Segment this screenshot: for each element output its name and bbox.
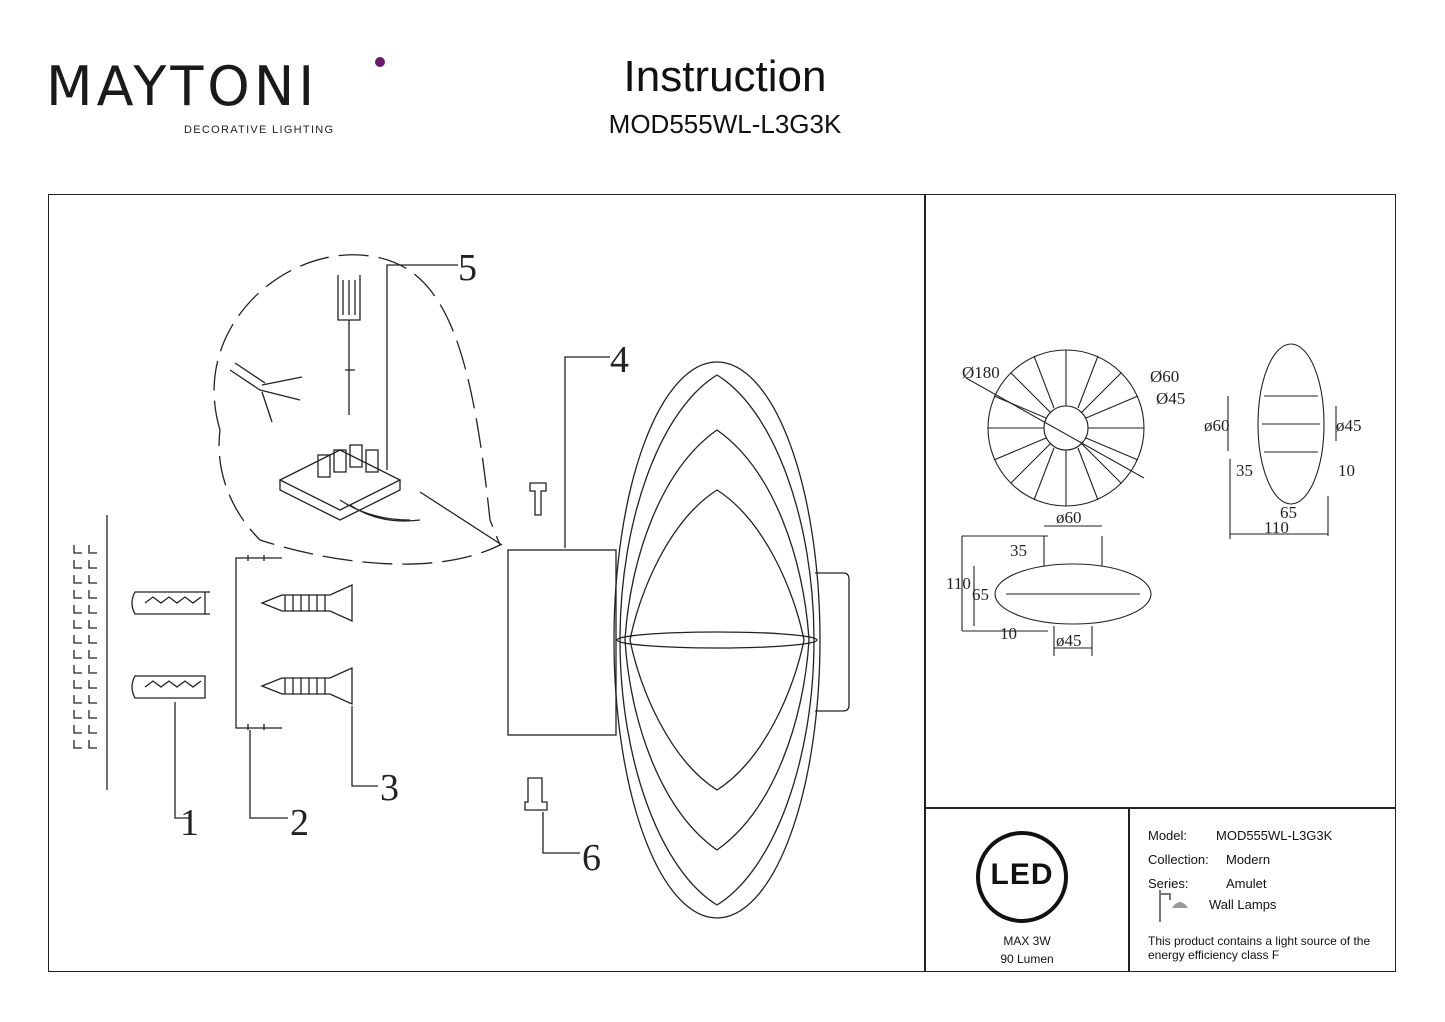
wall-plate [815, 572, 850, 712]
dim-side-1: ø60 [1204, 416, 1230, 435]
collection-label: Collection: [1148, 852, 1209, 867]
model-code: MOD555WL-L3G3K [608, 109, 842, 139]
callout-4: 4 [610, 339, 629, 381]
model-value: MOD555WL-L3G3K [1216, 828, 1333, 843]
terminal-block [278, 444, 421, 522]
side-view [1227, 343, 1337, 539]
leader-3 [351, 706, 378, 787]
dim-side-2: ø45 [1336, 416, 1362, 435]
series-value: Amulet [1226, 876, 1267, 891]
dim-top-1: ø60 [1056, 508, 1082, 527]
brand-tagline: DECORATIVE LIGHTING [184, 124, 335, 136]
dim-front-2: Ø60 [1150, 367, 1179, 386]
leader-4 [564, 356, 610, 548]
lumen-rating: 90 Lumen [1000, 952, 1054, 966]
leader-5 [386, 264, 458, 470]
mounting-bracket [235, 555, 282, 730]
top-view [961, 525, 1152, 656]
dim-top-5: 10 [1000, 624, 1017, 643]
model-label: Model: [1148, 828, 1188, 843]
brand-name: MAYTONI [46, 55, 319, 118]
lamp-shade [613, 361, 821, 919]
energy-note: This product contains a light source of … [1148, 934, 1371, 962]
wall-hatch [73, 515, 108, 790]
callout-2: 2 [290, 802, 309, 844]
lamp-base [507, 549, 617, 736]
brand-dot [375, 57, 385, 67]
screwdriver-icon [337, 275, 361, 415]
divider-horizontal [924, 807, 1396, 809]
screw-small [524, 482, 548, 811]
dim-front-3: Ø45 [1156, 389, 1185, 408]
cable [229, 362, 303, 423]
callout-6: 6 [582, 837, 601, 879]
dim-front-1: Ø180 [962, 363, 1000, 382]
dimension-diagram: Ø180 Ø60 Ø45 ø60 ø45 35 10 65 110 ø60 35… [946, 343, 1362, 656]
power-rating: MAX 3W [1003, 934, 1051, 948]
collection-value: Modern [1226, 852, 1271, 867]
dim-side-5: 65 [1280, 503, 1297, 522]
detail-bubble [213, 254, 501, 565]
wall-plug [131, 591, 210, 699]
callout-5: 5 [458, 247, 477, 289]
divider-spec [1128, 807, 1130, 972]
assembly-diagram: 1 2 3 4 5 6 [73, 247, 850, 919]
dim-side-6: 110 [1264, 518, 1289, 537]
divider-vertical [924, 194, 926, 972]
dim-top-4: 65 [972, 585, 989, 604]
front-view [965, 349, 1145, 507]
series-label: Series: [1148, 876, 1189, 891]
page-title: Instruction [623, 52, 827, 101]
dim-top-2: 35 [1010, 541, 1027, 560]
dim-top-3: 110 [946, 574, 971, 593]
leader-2 [249, 730, 288, 819]
type-value: Wall Lamps [1209, 897, 1277, 912]
brand-logo: MAYTONI DECORATIVE LIGHTING [46, 55, 385, 136]
screw [260, 583, 353, 706]
leader-1 [174, 702, 190, 819]
wall-lamp-icon [1159, 890, 1188, 922]
leader-6 [542, 812, 580, 854]
callout-1: 1 [180, 802, 199, 844]
dim-top-6: ø45 [1056, 631, 1082, 650]
led-label: LED [990, 858, 1054, 891]
callout-3: 3 [380, 767, 399, 809]
dim-side-3: 35 [1236, 461, 1253, 480]
led-badge [976, 831, 1068, 923]
dim-side-4: 10 [1338, 461, 1355, 480]
instruction-frame [48, 194, 1396, 972]
